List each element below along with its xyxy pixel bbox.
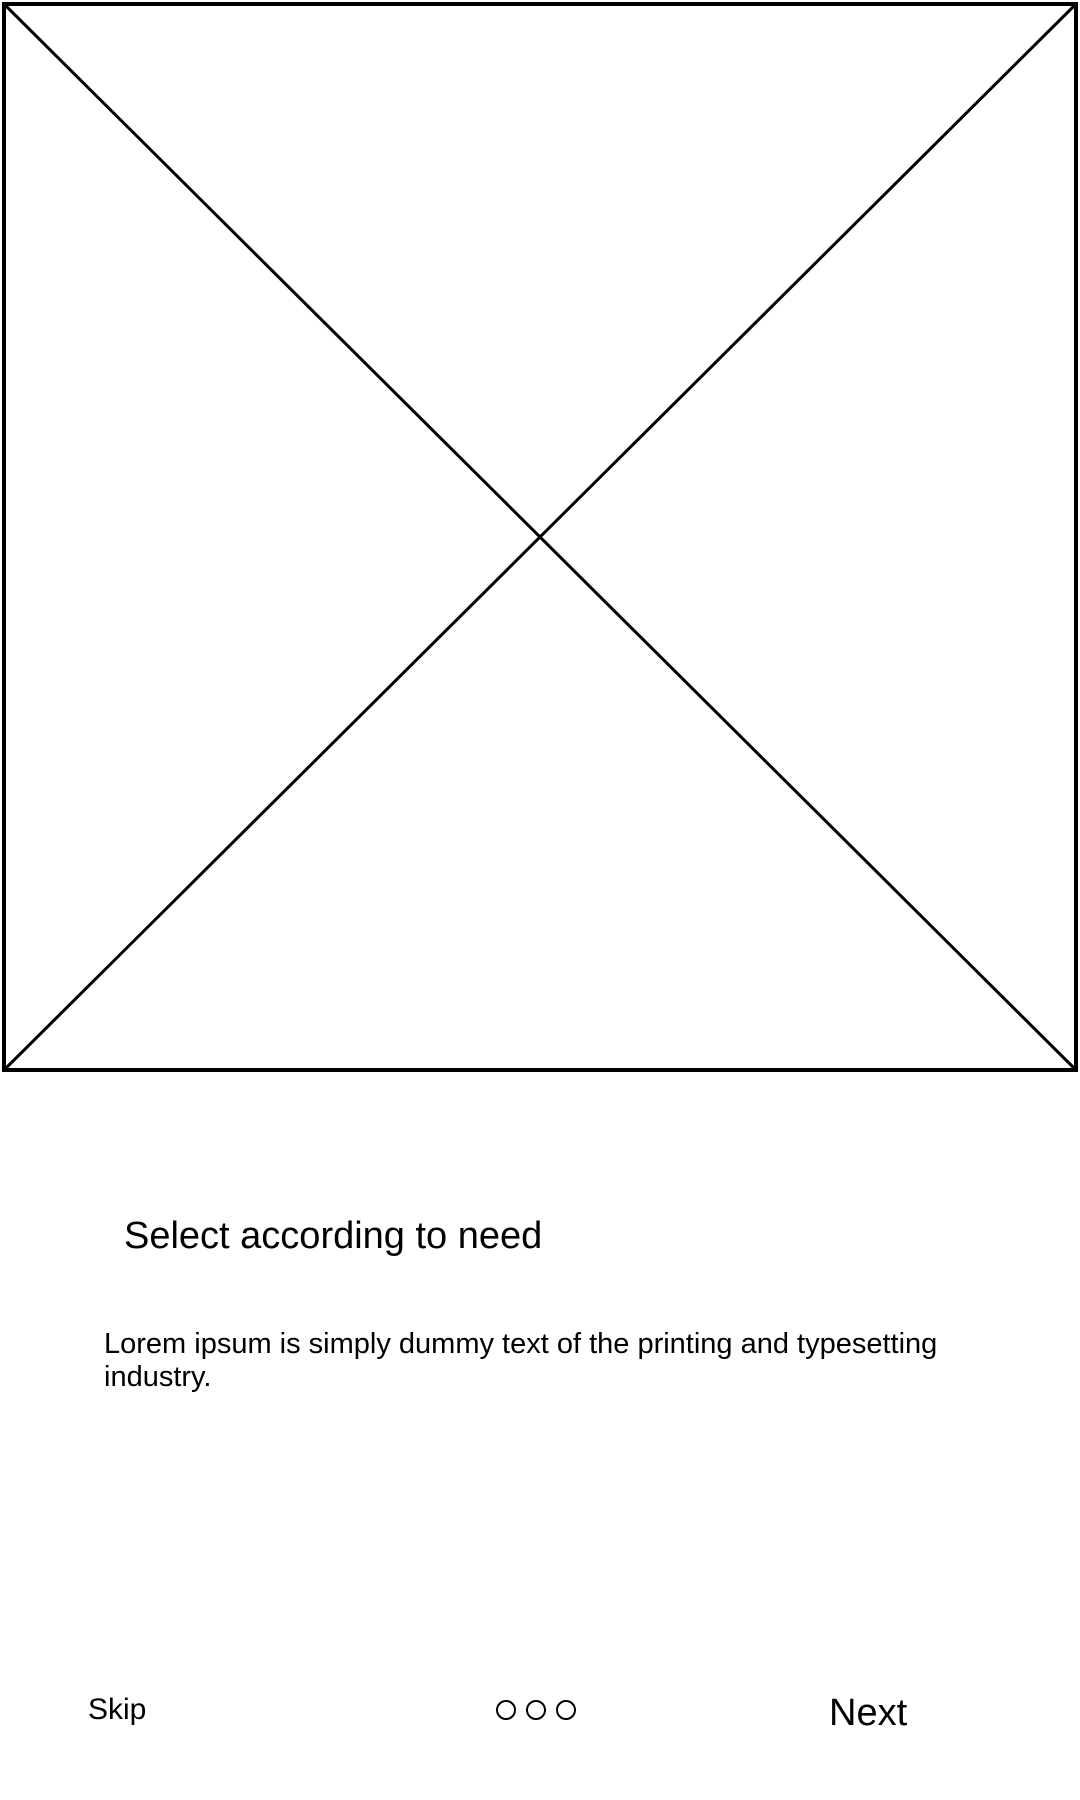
page-dot-2[interactable] [526, 1700, 546, 1720]
hero-image-placeholder [2, 2, 1078, 1072]
page-dot-1[interactable] [496, 1700, 516, 1720]
page-dot-3[interactable] [556, 1700, 576, 1720]
onboarding-title: Select according to need [124, 1215, 543, 1257]
image-placeholder-icon [2, 2, 1078, 1072]
page-indicator [496, 1700, 576, 1720]
onboarding-description: Lorem ipsum is simply dummy text of the … [104, 1328, 938, 1393]
skip-button[interactable]: Skip [88, 1693, 147, 1726]
next-button[interactable]: Next [829, 1692, 908, 1734]
